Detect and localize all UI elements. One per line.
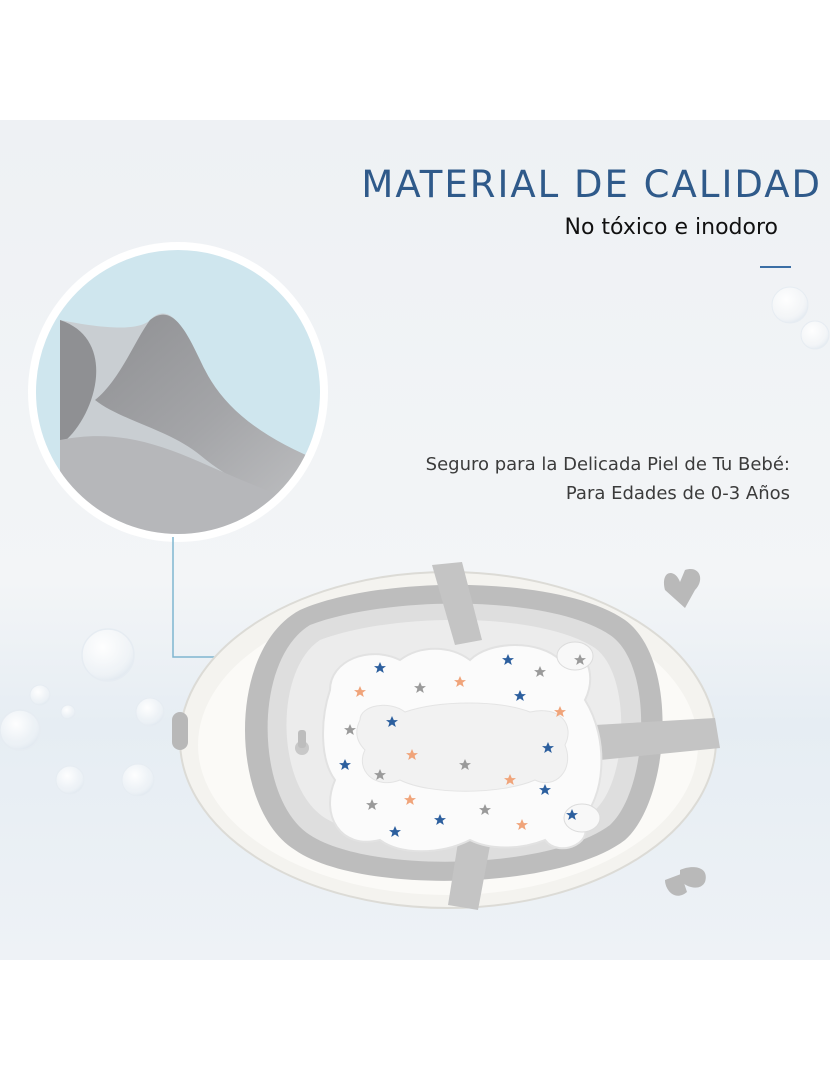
material-closeup (28, 242, 328, 542)
bubble-icon (0, 286, 830, 797)
headline-subtitle: No tóxico e inodoro (564, 215, 779, 240)
description-line-1: Seguro para la Delicada Piel de Tu Bebé: (425, 454, 790, 475)
description-line-2: Para Edades de 0-3 Años (565, 483, 790, 504)
bathtub (172, 562, 720, 910)
headline-title: MATERIAL DE CALIDAD (361, 163, 822, 206)
accent-divider (760, 266, 791, 268)
